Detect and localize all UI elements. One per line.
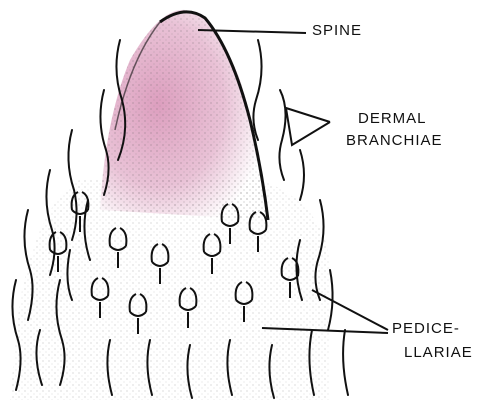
label-spine: SPINE [312,20,362,42]
dermal-branchia [253,40,261,140]
label-pedicellariae-line1: PEDICE- [392,318,460,340]
label-dermal-branchiae-line2: BRANCHIAE [346,130,443,152]
label-dermal-branchiae-line1: DERMAL [358,108,427,130]
dermal-branchia [300,150,304,200]
dermal-branchiae-pointer [286,108,330,145]
dermal-branchia [343,330,348,395]
dermal-branchia [279,90,285,180]
label-pedicellariae-line2: LLARIAE [404,342,473,364]
